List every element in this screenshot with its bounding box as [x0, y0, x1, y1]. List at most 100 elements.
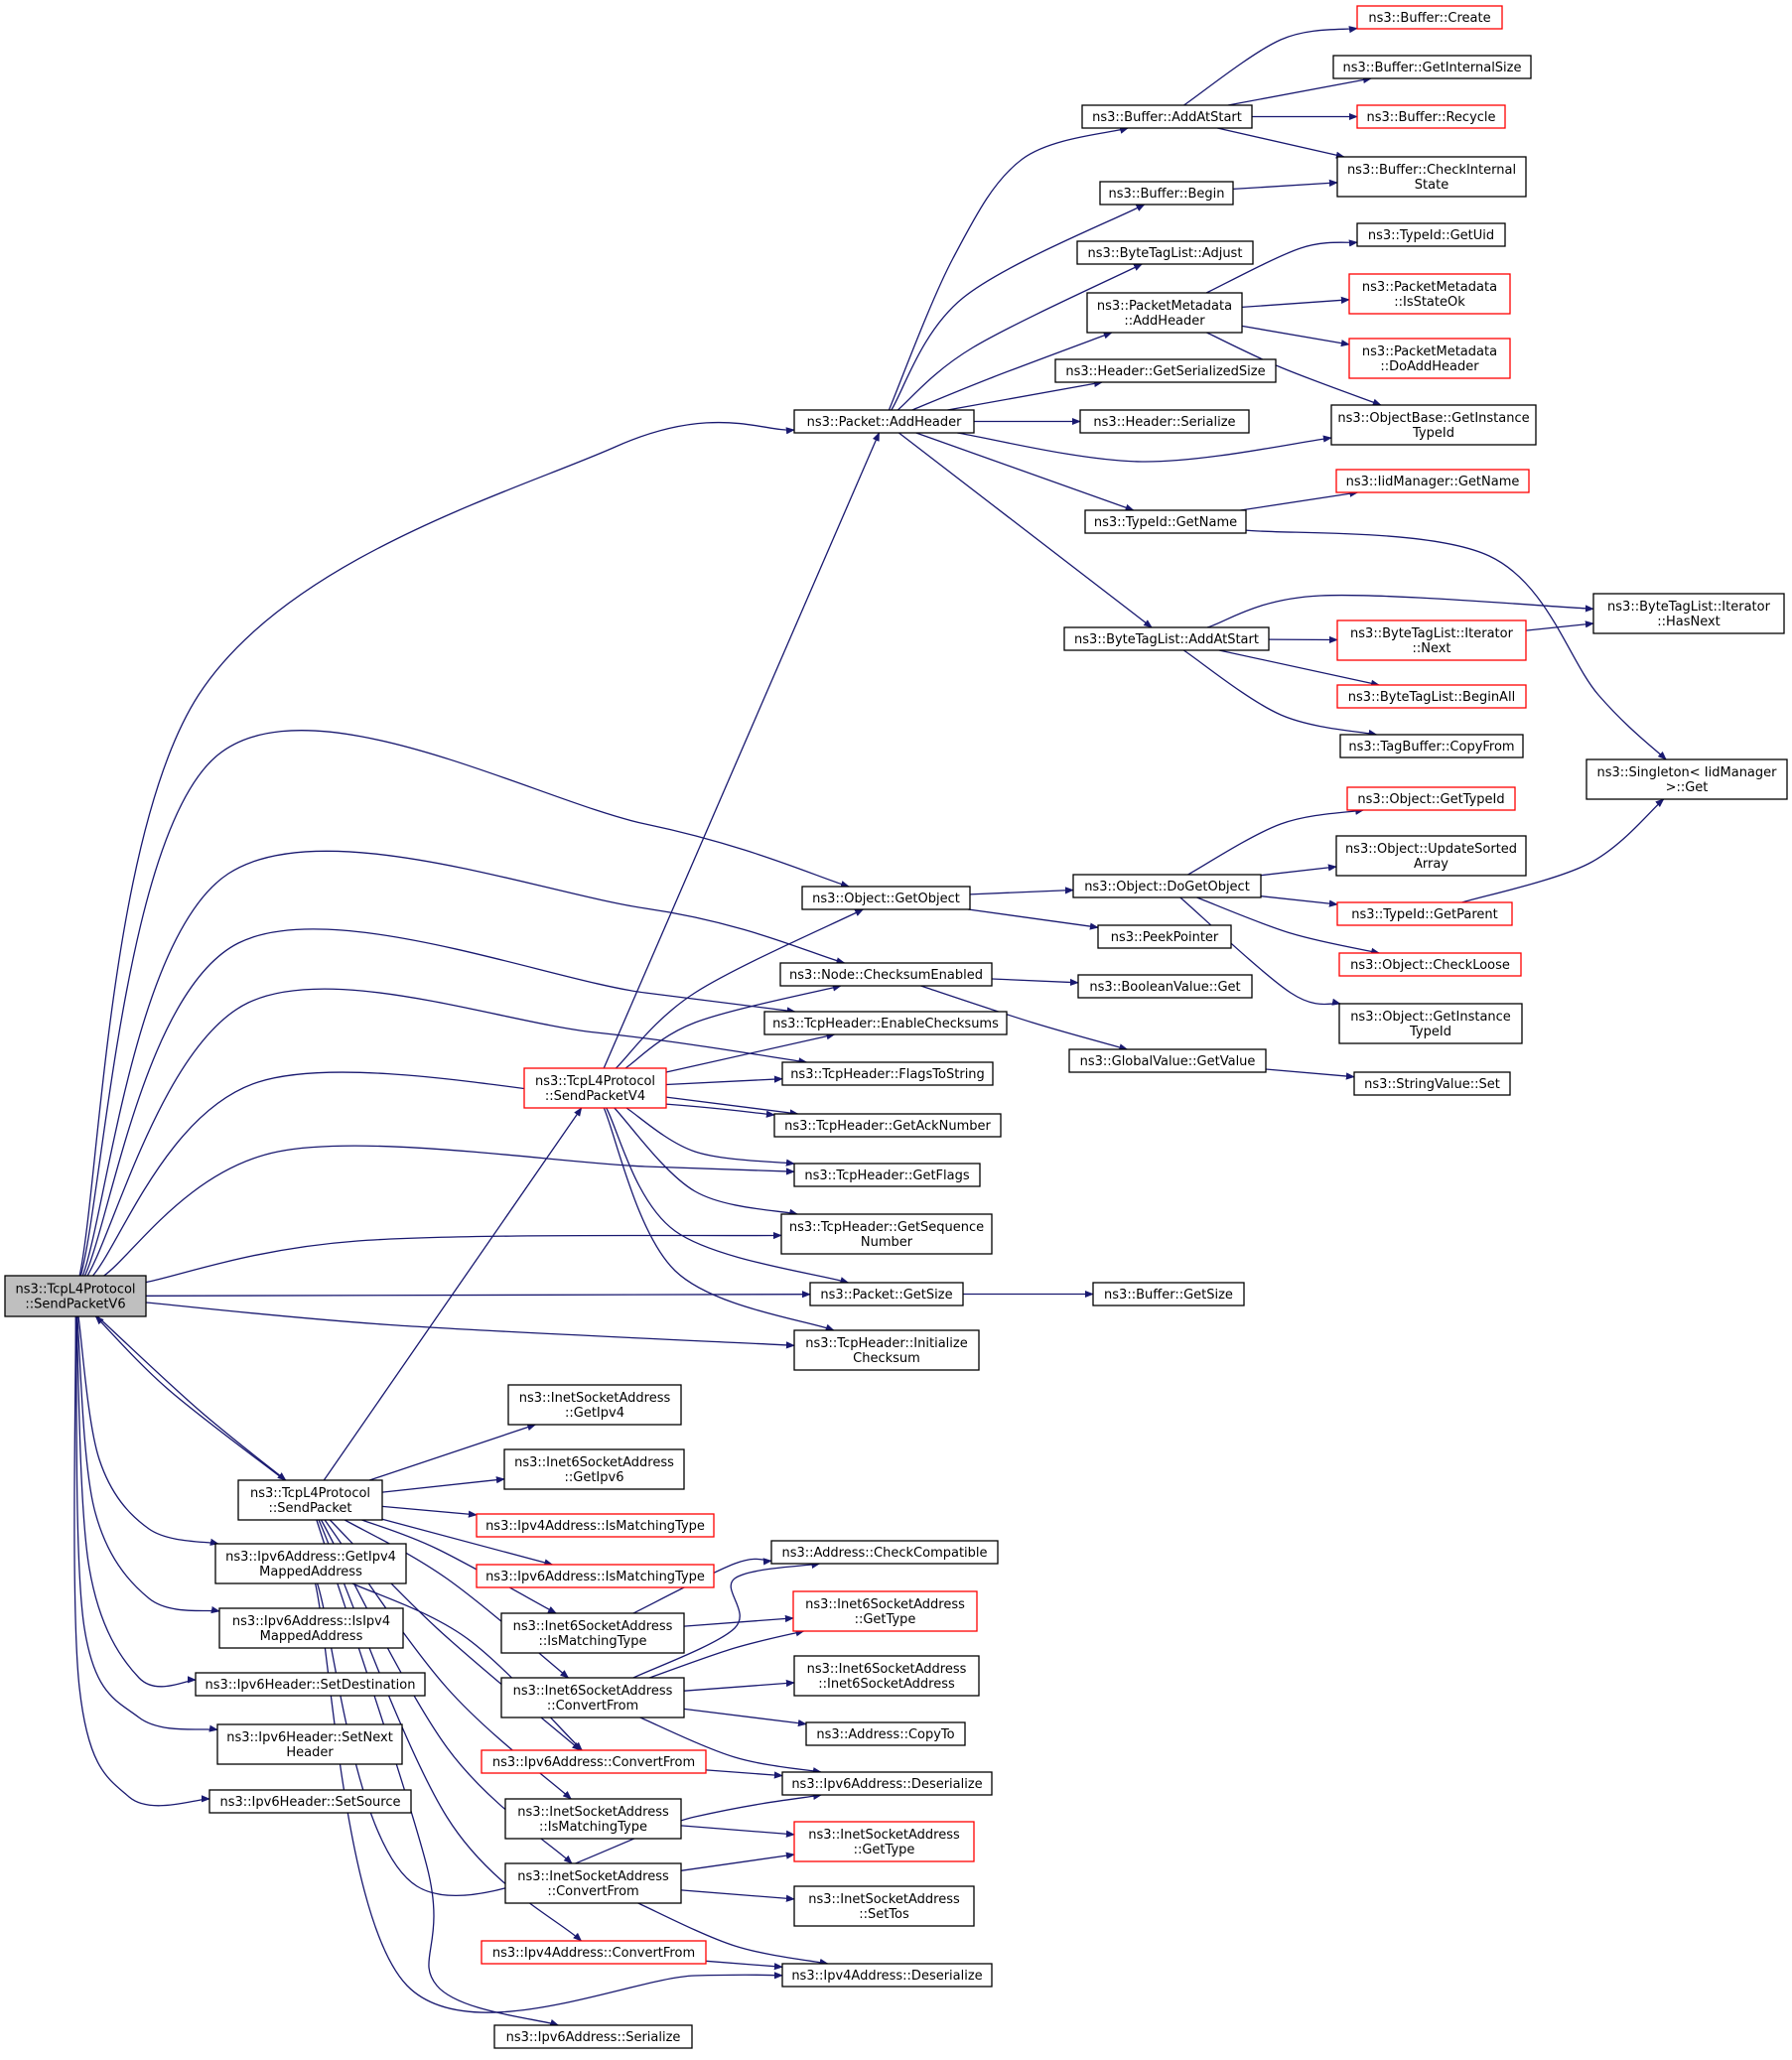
- node-pmAddHeader[interactable]: ns3::PacketMetadata::AddHeader: [1086, 292, 1243, 334]
- node-isaConvertFrom[interactable]: ns3::InetSocketAddress::ConvertFrom: [504, 1862, 682, 1904]
- node-ipv6Serialize[interactable]: ns3::Ipv6Address::Serialize: [493, 2024, 693, 2049]
- edge-root-to-tcpFlagsToString: [86, 988, 808, 1277]
- node-bufGetSize[interactable]: ns3::Buffer::GetSize: [1092, 1282, 1245, 1306]
- node-btlIterHasNext[interactable]: ns3::ByteTagList::Iterator::HasNext: [1592, 593, 1785, 634]
- node-hdrGetSerSize[interactable]: ns3::Header::GetSerializedSize: [1054, 358, 1277, 383]
- edge-gvGetValue-to-strSet: [1265, 1068, 1355, 1080]
- node-nodeChecksumEnabled[interactable]: ns3::Node::ChecksumEnabled: [779, 962, 993, 987]
- node-tcpGetFlags[interactable]: ns3::TcpHeader::GetFlags: [793, 1163, 981, 1187]
- node-box: [493, 2024, 693, 2049]
- node-tcpEnableChecksums[interactable]: ns3::TcpHeader::EnableChecksums: [763, 1011, 1008, 1035]
- node-label: ns3::Ipv4Address::Deserialize: [791, 1969, 982, 1984]
- node-sendPacketV4[interactable]: ns3::TcpL4Protocol::SendPacketV4: [523, 1067, 667, 1109]
- node-addrCheckCompatible[interactable]: ns3::Address::CheckCompatible: [770, 1540, 999, 1565]
- node-objGetTypeId[interactable]: ns3::Object::GetTypeId: [1346, 786, 1516, 811]
- node-ipv4IsMatching[interactable]: ns3::Ipv4Address::IsMatchingType: [476, 1513, 715, 1538]
- node-tcpFlagsToString[interactable]: ns3::TcpHeader::FlagsToString: [781, 1061, 994, 1086]
- node-isaGetIpv4[interactable]: ns3::InetSocketAddress::GetIpv4: [507, 1384, 682, 1426]
- node-objGetObject[interactable]: ns3::Object::GetObject: [801, 886, 971, 910]
- node-box: [809, 1282, 964, 1306]
- edge-nodeChecksumEnabled-to-gvGetValue: [920, 985, 1129, 1051]
- node-ipv6IsMatching[interactable]: ns3::Ipv6Address::IsMatchingType: [476, 1564, 715, 1588]
- node-btlBeginAll[interactable]: ns3::ByteTagList::BeginAll: [1336, 684, 1527, 709]
- node-ipv6hSetDest[interactable]: ns3::Ipv6Header::SetDestination: [195, 1672, 426, 1697]
- node-box: [1076, 240, 1254, 265]
- node-label: ::DoAddHeader: [1380, 359, 1479, 374]
- node-bufCreate[interactable]: ns3::Buffer::Create: [1356, 5, 1503, 30]
- node-btlAddAtStart[interactable]: ns3::ByteTagList::AddAtStart: [1063, 626, 1270, 651]
- edge-nodeChecksumEnabled-to-boolGet: [991, 978, 1079, 987]
- node-tidGetUid[interactable]: ns3::TypeId::GetUid: [1356, 222, 1506, 247]
- node-isaIsMatching[interactable]: ns3::InetSocketAddress::IsMatchingType: [504, 1798, 682, 1840]
- node-isaSetTos[interactable]: ns3::InetSocketAddress::SetTos: [793, 1885, 975, 1927]
- node-pmIsStateOk[interactable]: ns3::PacketMetadata::IsStateOk: [1348, 273, 1511, 315]
- node-bufBegin[interactable]: ns3::Buffer::Begin: [1099, 181, 1234, 206]
- node-tidGetParent[interactable]: ns3::TypeId::GetParent: [1336, 901, 1513, 926]
- node-pktGetSize[interactable]: ns3::Packet::GetSize: [809, 1282, 964, 1306]
- node-box: [801, 886, 971, 910]
- node-bufGetInternalSize[interactable]: ns3::Buffer::GetInternalSize: [1332, 55, 1532, 79]
- node-i6saGetIpv6[interactable]: ns3::Inet6SocketAddress::GetIpv6: [503, 1448, 685, 1490]
- node-objCheckLoose[interactable]: ns3::Object::CheckLoose: [1338, 952, 1522, 977]
- node-label: TypeId: [1409, 1025, 1451, 1039]
- node-i6saGetType[interactable]: ns3::Inet6SocketAddress::GetType: [792, 1590, 978, 1632]
- node-singletonGet[interactable]: ns3::Singleton< IidManager>::Get: [1585, 758, 1788, 800]
- edge-root-to-nodeChecksumEnabled: [81, 850, 846, 1277]
- edge-btlAddAtStart-to-btlBeginAll: [1218, 649, 1380, 687]
- node-tidGetName[interactable]: ns3::TypeId::GetName: [1084, 509, 1247, 534]
- edge-root-to-ipv6hSetNext: [74, 1315, 218, 1732]
- node-isaGetType[interactable]: ns3::InetSocketAddress::GetType: [793, 1821, 975, 1862]
- node-ipv4Deserialize[interactable]: ns3::Ipv4Address::Deserialize: [781, 1963, 993, 1988]
- node-label: ns3::Ipv6Address::IsMatchingType: [485, 1570, 705, 1584]
- node-ipv6ConvertFrom[interactable]: ns3::Ipv6Address::ConvertFrom: [481, 1749, 707, 1774]
- node-ipv6Deserialize[interactable]: ns3::Ipv6Address::Deserialize: [781, 1771, 993, 1796]
- node-label: ns3::TcpHeader::GetFlags: [804, 1168, 970, 1183]
- node-hdrSerialize[interactable]: ns3::Header::Serialize: [1079, 409, 1250, 434]
- node-boolGet[interactable]: ns3::BooleanValue::Get: [1077, 974, 1253, 999]
- node-box: [1585, 758, 1788, 800]
- node-strSet[interactable]: ns3::StringValue::Set: [1353, 1071, 1511, 1096]
- node-btlAdjust[interactable]: ns3::ByteTagList::Adjust: [1076, 240, 1254, 265]
- node-label: ns3::Object::DoGetObject: [1084, 880, 1250, 894]
- node-box: [781, 1963, 993, 1988]
- node-iidGetName[interactable]: ns3::IidManager::GetName: [1335, 469, 1530, 493]
- node-ipv4ConvertFrom[interactable]: ns3::Ipv4Address::ConvertFrom: [481, 1940, 707, 1965]
- edge-root-to-tcpGetSeq: [145, 1231, 782, 1284]
- node-sendPacket[interactable]: ns3::TcpL4Protocol::SendPacket: [237, 1479, 383, 1521]
- node-objDoGetObject[interactable]: ns3::Object::DoGetObject: [1072, 874, 1262, 898]
- node-tcpGetAck[interactable]: ns3::TcpHeader::GetAckNumber: [773, 1113, 1002, 1138]
- node-label: ns3::Ipv6Address::ConvertFrom: [492, 1755, 695, 1770]
- node-bufAddAtStart[interactable]: ns3::Buffer::AddAtStart: [1081, 104, 1253, 129]
- node-peekPointer[interactable]: ns3::PeekPointer: [1097, 924, 1232, 949]
- node-gvGetValue[interactable]: ns3::GlobalValue::GetValue: [1068, 1048, 1267, 1073]
- node-btlIterNext[interactable]: ns3::ByteTagList::Iterator::Next: [1336, 619, 1527, 661]
- node-box: [195, 1672, 426, 1697]
- node-addHeader[interactable]: ns3::Packet::AddHeader: [793, 409, 975, 434]
- edge-bufAddAtStart-to-bufGetInternalSize: [1227, 75, 1372, 106]
- node-bufRecycle[interactable]: ns3::Buffer::Recycle: [1356, 104, 1506, 129]
- node-root[interactable]: ns3::TcpL4Protocol::SendPacketV6: [4, 1275, 147, 1317]
- node-pmDoAddHeader[interactable]: ns3::PacketMetadata::DoAddHeader: [1348, 338, 1511, 379]
- edges-layer: [73, 26, 1667, 2026]
- node-label: ns3::Buffer::CheckInternal: [1347, 163, 1516, 178]
- node-ipv6hSetSource[interactable]: ns3::Ipv6Header::SetSource: [208, 1789, 412, 1814]
- node-label: ::GetType: [854, 1843, 915, 1857]
- node-i6saConvertFrom[interactable]: ns3::Inet6SocketAddress::ConvertFrom: [500, 1677, 685, 1718]
- edge-sendPacket-to-ipv6IsMatching: [381, 1518, 554, 1567]
- node-label: ns3::ByteTagList::Iterator: [1607, 600, 1771, 615]
- node-addrCopyTo[interactable]: ns3::Address::CopyTo: [805, 1721, 966, 1746]
- node-tbCopyFrom[interactable]: ns3::TagBuffer::CopyFrom: [1339, 734, 1524, 758]
- node-label: ns3::StringValue::Set: [1364, 1077, 1500, 1092]
- node-i6saCtor[interactable]: ns3::Inet6SocketAddress::Inet6SocketAddr…: [793, 1655, 980, 1697]
- node-i6saIsMatching[interactable]: ns3::Inet6SocketAddress::IsMatchingType: [500, 1612, 685, 1654]
